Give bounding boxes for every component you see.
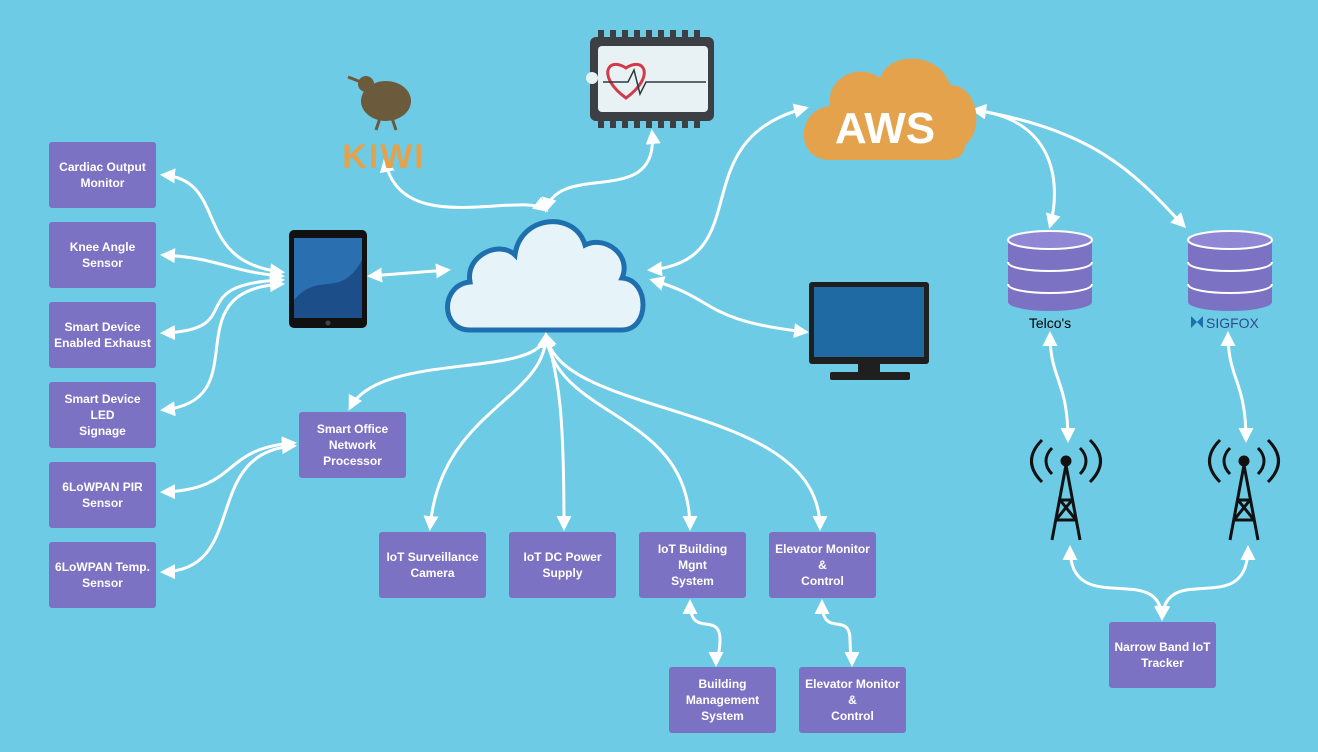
connector-telco-tower (1042, 331, 1076, 443)
radio-tower-icon-2 (1208, 438, 1280, 541)
node-narrow-band-iot-tracker: Narrow Band IoT Tracker (1109, 622, 1216, 688)
node-cardiac-output-monitor: Cardiac Output Monitor (49, 142, 156, 208)
connector-chip-cloud (542, 129, 661, 213)
connector-aws-sigfox-db (971, 104, 1187, 229)
telco-label: Telco's (1029, 315, 1071, 331)
node-iot-building-mgnt-system: IoT Building Mgnt System (639, 532, 746, 598)
monitor-icon (809, 282, 929, 380)
connector-exhaust-tablet (160, 272, 285, 341)
cloud-icon (445, 219, 646, 333)
sigfox-logo-icon (1191, 316, 1203, 328)
connector-tablet-cloud (367, 263, 451, 283)
aws-label: AWS (835, 104, 935, 153)
aws-cloud-icon: AWS (803, 58, 977, 160)
connectors (160, 103, 1256, 667)
tablet-icon (289, 230, 367, 328)
database-icon-sigfox (1187, 230, 1273, 311)
connector-led-tablet (160, 277, 285, 417)
connector-tower2-tracker (1155, 545, 1256, 621)
node-elevator-monitor-control-2: Elevator Monitor & Control (799, 667, 906, 733)
connector-knee-tablet (160, 248, 285, 283)
connector-temp-office (160, 439, 297, 580)
node-iot-dc-power-supply: IoT DC Power Supply (509, 532, 616, 598)
radio-tower-icon-1 (1030, 438, 1102, 541)
connector-cloud-bms-sys (539, 332, 698, 531)
connector-cloud-aws (647, 103, 809, 277)
connector-tower1-tracker (1062, 545, 1170, 621)
connector-sigfox-tower (1220, 331, 1254, 443)
heart-monitor-chip-icon (586, 30, 714, 128)
node-knee-angle-sensor: Knee Angle Sensor (49, 222, 156, 288)
node-smart-device-led-signage: Smart Device LED Signage (49, 382, 156, 448)
kiwi-label: KIWI (342, 138, 426, 176)
connector-bms-sys-bms (682, 599, 724, 667)
node-iot-surveillance-camera: IoT Surveillance Camera (379, 532, 486, 598)
node-smart-office-network-processor: Smart Office Network Processor (299, 412, 406, 478)
node-6lowpan-temp-sensor: 6LoWPAN Temp. Sensor (49, 542, 156, 608)
node-building-management-system: Building Management System (669, 667, 776, 733)
connector-kiwi-cloud (379, 157, 549, 212)
sigfox-label: SIGFOX (1206, 315, 1260, 331)
node-6lowpan-pir-sensor: 6LoWPAN PIR Sensor (49, 462, 156, 528)
connector-elevator1-elevator2 (814, 599, 860, 667)
kiwi-logo: KIWI (342, 75, 426, 176)
connector-cloud-monitor (649, 276, 809, 339)
connector-cloud-office (348, 332, 552, 411)
database-icon-telco (1007, 230, 1093, 311)
node-smart-device-exhaust: Smart Device Enabled Exhaust (49, 302, 156, 368)
node-elevator-monitor-control-1: Elevator Monitor & Control (769, 532, 876, 598)
connector-cloud-elevator1 (540, 332, 828, 531)
